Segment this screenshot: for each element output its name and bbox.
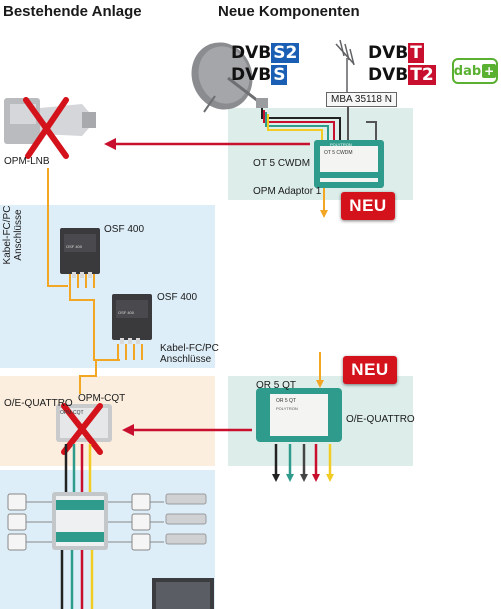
mba-label: MBA 35118 N	[326, 92, 397, 107]
or5-face-text: OR 5 QT	[276, 398, 297, 404]
opm-cqt-label: OPM-CQT	[78, 393, 126, 404]
ot5-label: OT 5 CWDM	[253, 158, 311, 169]
dvb-s2-prefix: DVB	[231, 43, 272, 63]
satellite-dish-icon	[191, 42, 268, 113]
dvb-s-prefix: DVB	[231, 65, 272, 85]
new-badge-top: NEU	[341, 192, 395, 220]
panel-osf-area	[0, 205, 215, 368]
opm-lnb-device	[4, 98, 96, 144]
or5-brand-text: POLYTRON	[276, 406, 298, 411]
output-arrows	[272, 474, 334, 482]
dab-text: dab	[453, 63, 482, 79]
ot5-face-text: OT 5 CWDM	[324, 150, 353, 156]
dab-plus-logo: dab+	[452, 58, 498, 84]
kabel-horizontal-line-1: Kabel-FC/PC	[160, 343, 219, 354]
opm-lnb-label: OPM-LNB	[4, 156, 50, 167]
fiber-cables	[47, 168, 143, 394]
or5qt-device	[256, 388, 342, 442]
multiswitch-device	[52, 492, 108, 550]
header-existing-system: Bestehende Anlage	[3, 3, 142, 20]
dvb-t2-suffix: T2	[408, 65, 436, 85]
kabel-horizontal-line-2: Anschlüsse	[160, 354, 212, 365]
or5qt-label: OR 5 QT	[256, 380, 297, 391]
dvb-t2-prefix: DVB	[368, 65, 409, 85]
osf400-label-2: OSF 400	[157, 292, 198, 303]
dab-plus-sign: +	[482, 64, 497, 78]
bottom-cables	[60, 550, 94, 609]
kabel-vertical-line-1: Kabel-FC/PC	[2, 205, 13, 265]
dvb-t-suffix: T	[408, 43, 424, 63]
osf400-device-1	[60, 228, 100, 278]
oe-quattro-right-label: O/E-QUATTRO	[346, 414, 415, 425]
header-new-components: Neue Komponenten	[218, 3, 360, 20]
opm-cqt-face-text: OPM-CQT	[60, 410, 84, 416]
oe-quattro-left-label: O/E-QUATTRO	[4, 398, 73, 409]
ot5-cwdm-device	[314, 140, 384, 188]
dvb-t-prefix: DVB	[368, 43, 409, 63]
remove-x-cqt-icon	[61, 403, 103, 455]
kabel-vertical-line-2: Anschlüsse	[13, 209, 24, 261]
wall-socket-icons	[7, 493, 151, 551]
new-badge-middle: NEU	[343, 356, 397, 384]
kabel-horizontal-label: Kabel-FC/PC Anschlüsse	[160, 343, 219, 365]
osf400-device-2	[112, 294, 152, 344]
socket-cables	[26, 501, 164, 543]
receiver-icons	[165, 493, 207, 545]
quattro-cables-right	[274, 444, 332, 476]
opm-adaptor-label: OPM Adaptor 1	[253, 186, 322, 197]
osf400-face-text-2: OSF 400	[118, 310, 135, 315]
ot5-brand-text: POLYTRON	[330, 142, 352, 147]
dvb-s-suffix: S	[271, 65, 288, 85]
kabel-vertical-label: Kabel-FC/PC Anschlüsse	[2, 195, 24, 275]
dvb-s2-suffix: S2	[271, 43, 300, 63]
terrestrial-antenna-icon	[335, 39, 355, 92]
osf400-face-text-1: OSF 400	[66, 244, 83, 249]
remove-x-lnb-icon	[23, 97, 69, 159]
dish-cables	[261, 108, 377, 142]
osf400-label-1: OSF 400	[104, 224, 145, 235]
quattro-cables-left	[64, 444, 92, 494]
